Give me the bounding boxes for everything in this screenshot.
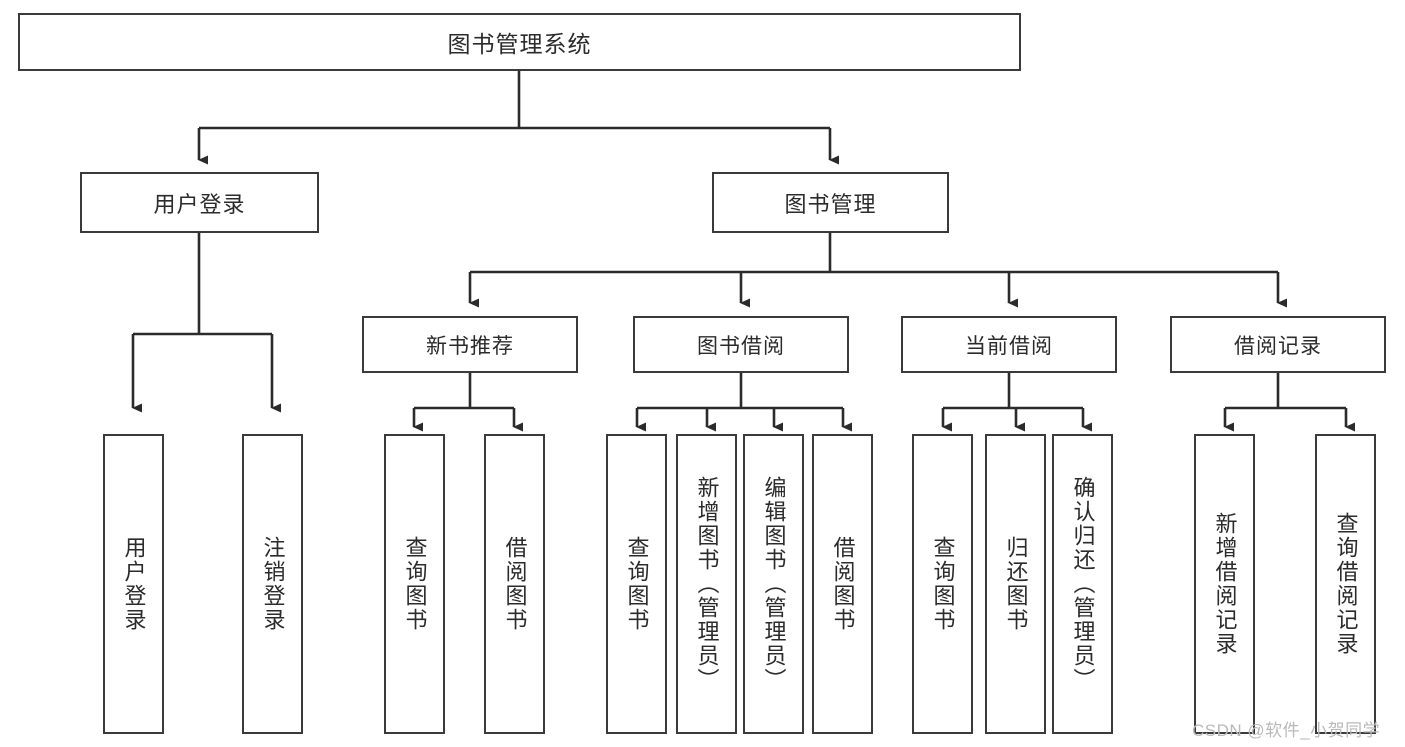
leaf-edit-book[interactable]: 编辑图书（管理员） (743, 434, 804, 734)
leaf-query-book-3[interactable]: 查询图书 (912, 434, 973, 734)
node-current-borrow[interactable]: 当前借阅 (901, 316, 1117, 373)
leaf-borrow-book-1[interactable]: 借阅图书 (484, 434, 545, 734)
node-borrow-record-label: 借阅记录 (1234, 334, 1322, 358)
leaf-query-book-1[interactable]: 查询图书 (384, 434, 445, 734)
leaf-add-record[interactable]: 新增借阅记录 (1194, 434, 1255, 734)
leaf-logout-label: 注销登录 (260, 536, 286, 632)
node-user-login-label: 用户登录 (153, 191, 246, 217)
leaf-edit-book-label: 编辑图书（管理员） (761, 476, 787, 692)
watermark-text: CSDN @软件_小贺同学 (1192, 721, 1381, 740)
node-root-label: 图书管理系统 (447, 31, 592, 57)
leaf-borrow-book-2-label: 借阅图书 (830, 536, 856, 632)
leaf-add-record-label: 新增借阅记录 (1212, 512, 1238, 656)
node-root[interactable]: 图书管理系统 (18, 13, 1021, 71)
leaf-confirm-return-label: 确认归还（管理员） (1070, 476, 1096, 692)
node-user-login[interactable]: 用户登录 (80, 172, 319, 233)
node-new-book-recommend[interactable]: 新书推荐 (362, 316, 578, 373)
leaf-logout[interactable]: 注销登录 (242, 434, 303, 734)
leaf-return-book-label: 归还图书 (1003, 536, 1029, 632)
node-new-book-recommend-label: 新书推荐 (426, 334, 514, 358)
leaf-add-book-label: 新增图书（管理员） (694, 476, 720, 692)
leaf-query-book-2-label: 查询图书 (624, 536, 650, 632)
node-borrow-record[interactable]: 借阅记录 (1170, 316, 1386, 373)
leaf-borrow-book-2[interactable]: 借阅图书 (812, 434, 873, 734)
leaf-query-book-3-label: 查询图书 (930, 536, 956, 632)
leaf-user-login[interactable]: 用户登录 (103, 434, 164, 734)
watermark: CSDN @软件_小贺同学 (1192, 716, 1380, 741)
leaf-user-login-label: 用户登录 (121, 536, 147, 632)
leaf-borrow-book-1-label: 借阅图书 (502, 536, 528, 632)
leaf-confirm-return[interactable]: 确认归还（管理员） (1052, 434, 1113, 734)
leaf-query-book-2[interactable]: 查询图书 (606, 434, 667, 734)
node-book-management-label: 图书管理 (784, 191, 877, 217)
node-book-borrow[interactable]: 图书借阅 (633, 316, 849, 373)
node-current-borrow-label: 当前借阅 (965, 334, 1053, 358)
node-book-management[interactable]: 图书管理 (712, 172, 949, 233)
leaf-query-record[interactable]: 查询借阅记录 (1315, 434, 1376, 734)
leaf-return-book[interactable]: 归还图书 (985, 434, 1046, 734)
leaf-query-record-label: 查询借阅记录 (1333, 512, 1359, 656)
leaf-query-book-1-label: 查询图书 (402, 536, 428, 632)
node-book-borrow-label: 图书借阅 (697, 334, 785, 358)
leaf-add-book[interactable]: 新增图书（管理员） (676, 434, 737, 734)
